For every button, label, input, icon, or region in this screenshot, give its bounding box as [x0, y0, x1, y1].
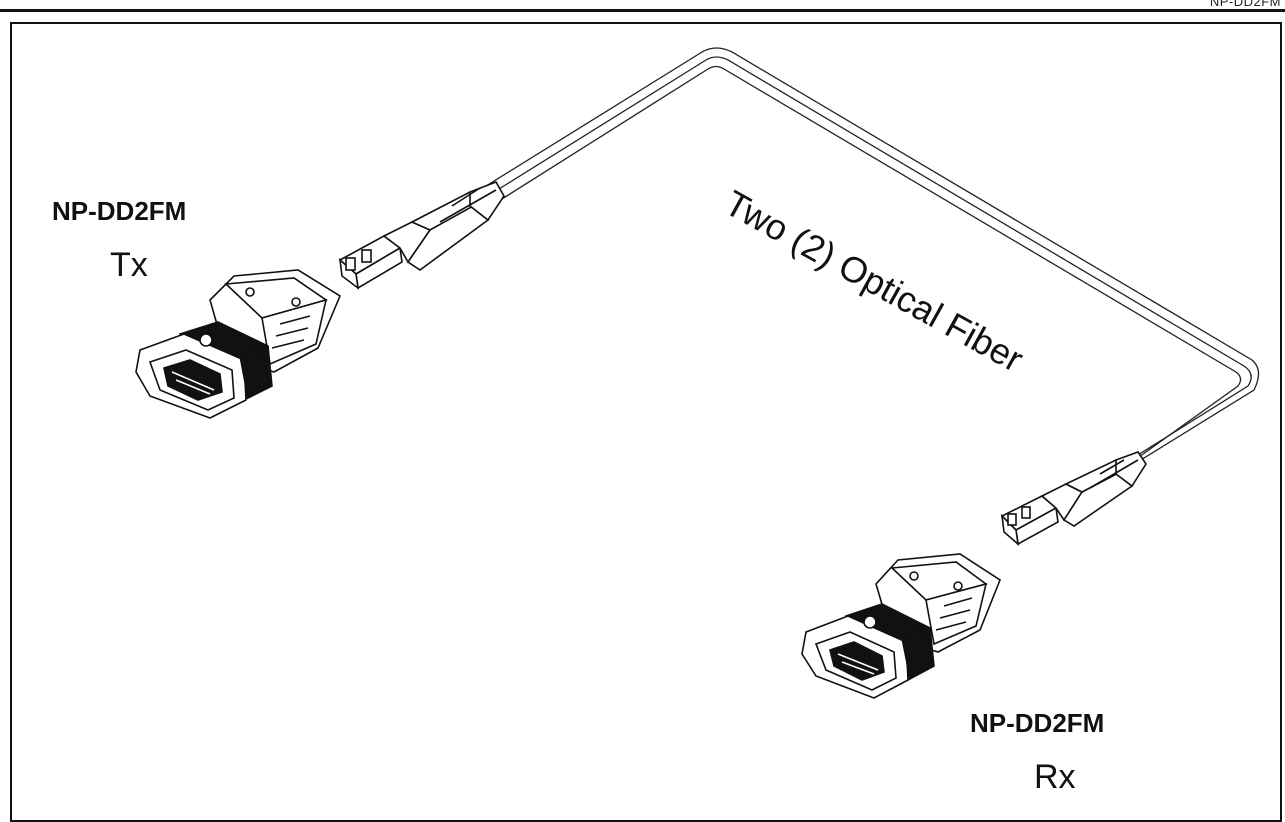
rx-role-label: Rx — [1034, 758, 1076, 796]
header-rule — [0, 9, 1285, 12]
rx-lc-connector — [1000, 451, 1147, 546]
tx-role-label: Tx — [110, 246, 148, 284]
tx-model-label: NP-DD2FM — [52, 196, 187, 226]
header-corner-text: NP-DD2FM — [1209, 0, 1281, 9]
tx-module — [135, 269, 342, 419]
rx-model-label: NP-DD2FM — [970, 708, 1105, 738]
optical-fiber-cable — [411, 47, 1260, 511]
tx-lc-connector — [338, 181, 505, 290]
rx-module — [801, 553, 1001, 699]
